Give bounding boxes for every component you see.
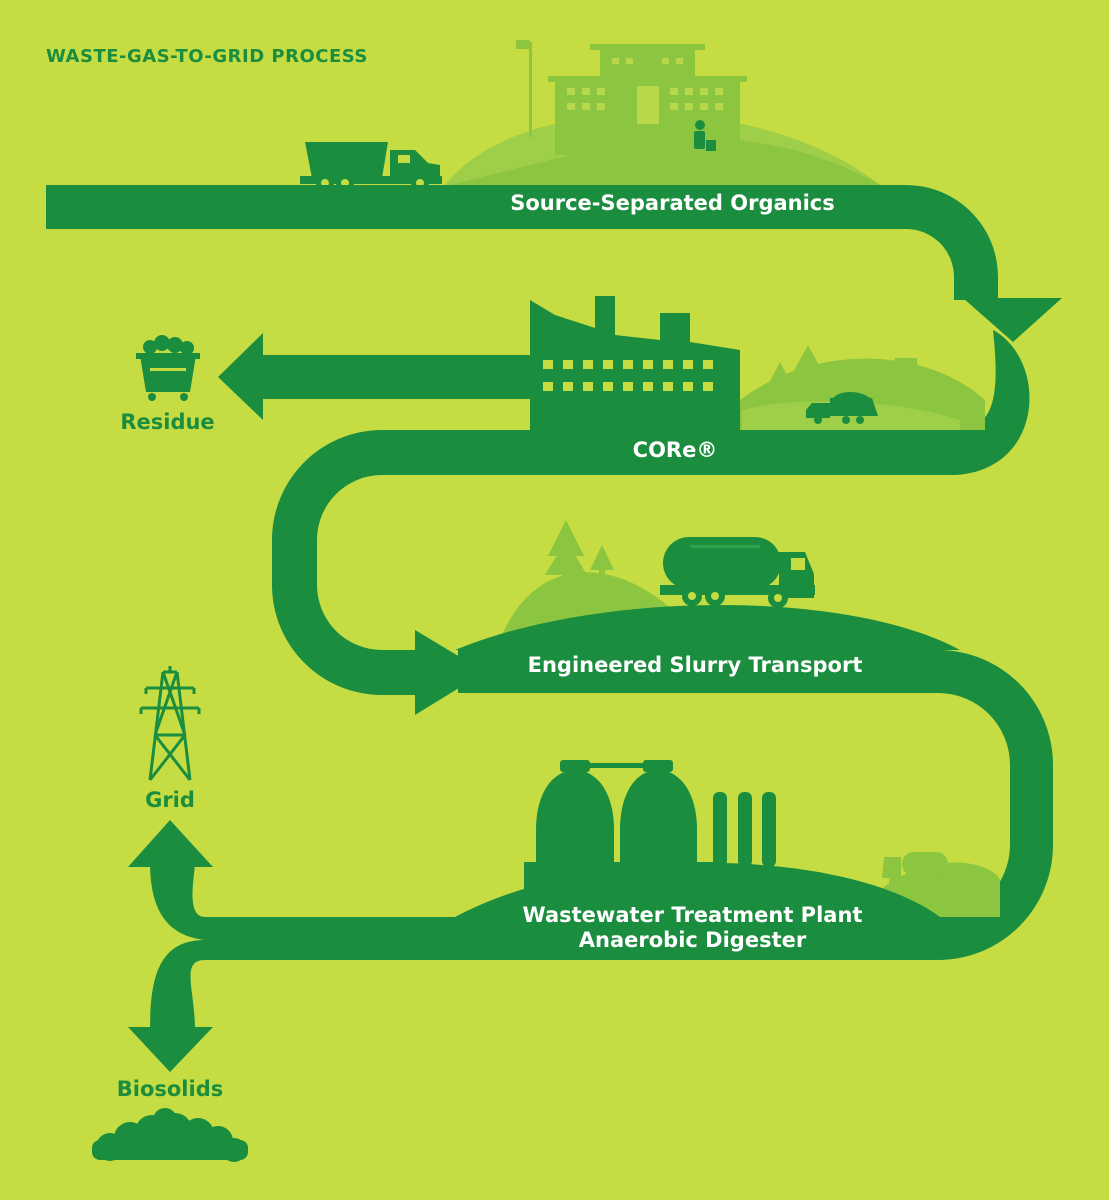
- arrow-right-2: [415, 630, 485, 715]
- road-curve-2: [272, 330, 1030, 695]
- digester-tanks-icon: [524, 760, 794, 917]
- flow-road: [46, 185, 1062, 1072]
- stage-label-transport: Engineered Slurry Transport: [527, 653, 863, 677]
- core-scene: [530, 296, 985, 438]
- factory-windows: [543, 360, 713, 391]
- road-segment-1: [46, 185, 906, 229]
- school-flag-icon: [516, 40, 530, 49]
- output-label-residue: Residue: [120, 410, 215, 434]
- road-curve-1: [906, 185, 998, 300]
- dump-truck-icon: [300, 142, 442, 192]
- factory-icon: [530, 296, 760, 438]
- transport-hill-front: [455, 605, 960, 650]
- residue-arrow: [218, 333, 532, 420]
- stage-label-digester-line2: Anaerobic Digester: [578, 928, 807, 952]
- small-tanker-icon: [882, 852, 948, 885]
- arrow-down-1: [963, 298, 1062, 342]
- school-hill-scene: [445, 40, 880, 185]
- school-hill-front: [450, 138, 880, 185]
- transport-scene: [455, 520, 960, 650]
- digester-scene: [455, 760, 1000, 917]
- school-windows: [567, 58, 723, 124]
- branch-up: [150, 862, 205, 940]
- diagram-title: WASTE-GAS-TO-GRID PROCESS: [46, 46, 368, 67]
- tanker-truck-icon: [660, 537, 815, 608]
- far-truck-icon: [886, 358, 917, 373]
- small-dump-truck-icon: [806, 392, 878, 424]
- residue-bin-icon: [136, 335, 200, 401]
- branch-down: [150, 940, 205, 1030]
- person-with-bin-icon: [694, 120, 716, 151]
- transport-tree-icons: [545, 520, 614, 584]
- road-curve-3: [205, 650, 1053, 960]
- arrow-down-biosolids: [128, 1027, 213, 1072]
- power-tower-icon: [139, 666, 201, 781]
- arrow-up-grid: [128, 820, 213, 867]
- stage-label-source: Source-Separated Organics: [510, 191, 835, 215]
- stage-label-core: CORe®: [632, 438, 718, 462]
- output-label-grid: Grid: [145, 788, 195, 812]
- stage-label-digester-line1: Wastewater Treatment Plant: [522, 903, 863, 927]
- tree-icons: [768, 345, 826, 393]
- output-label-biosolids: Biosolids: [116, 1077, 224, 1101]
- biosolids-pile-icon: [92, 1108, 248, 1162]
